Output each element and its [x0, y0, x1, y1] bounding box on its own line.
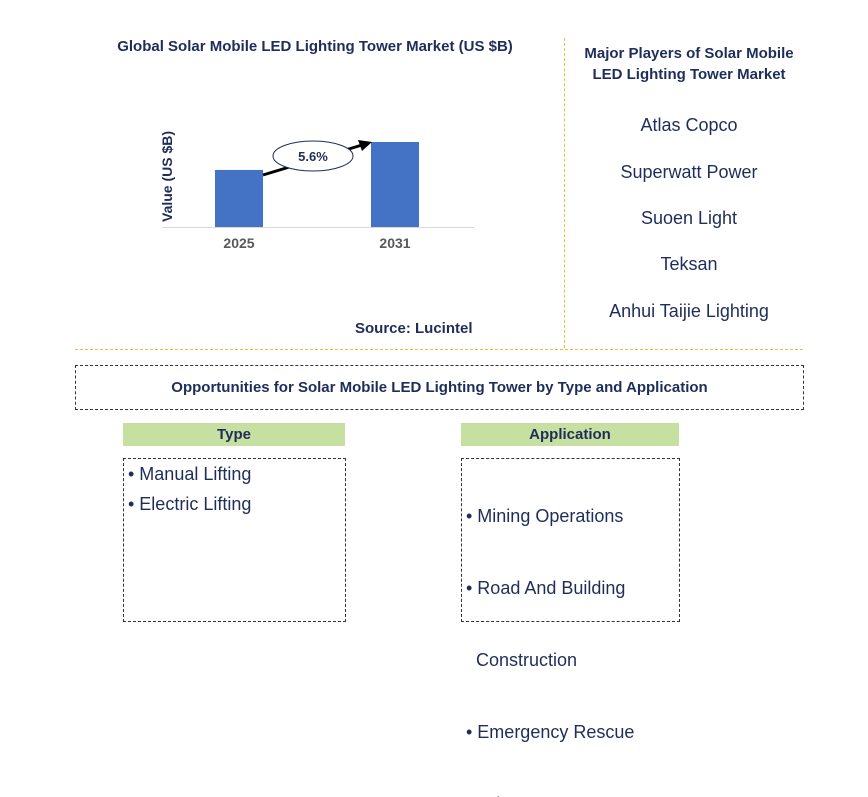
cagr-ellipse [272, 140, 354, 172]
source-label: Source: Lucintel [355, 320, 473, 337]
player-item: Superwatt Power [620, 162, 758, 182]
list-item: • Road And Building [466, 578, 626, 598]
chart-title: Global Solar Mobile LED Lighting Tower M… [117, 38, 513, 55]
list-item: • Electric Lifting [128, 494, 252, 514]
divider-horizontal [75, 349, 803, 350]
bar-chart: Value (US $B) 2025 2031 5.6% [159, 131, 474, 251]
y-axis-label: Value (US $B) [159, 131, 175, 222]
players-title: Major Players of Solar Mobile LED Lighti… [584, 45, 794, 83]
list-item: • Emergency Rescue [466, 722, 635, 742]
arrow-head-icon [358, 140, 372, 151]
player-item: Suoen Light [640, 208, 738, 228]
divider-vertical [564, 38, 565, 348]
player-item: Teksan [660, 254, 718, 274]
application-header: Application [461, 423, 679, 446]
list-item: • Mining Operations [466, 506, 624, 526]
list-item: • Manual Lifting [128, 464, 252, 484]
list-item: • Others [466, 789, 675, 797]
type-list: • Manual Lifting • Electric Lifting [123, 458, 346, 622]
application-list: • Mining Operations • Road And Building … [461, 458, 680, 797]
opportunities-banner: Opportunities for Solar Mobile LED Light… [75, 365, 804, 410]
cagr-label: 5.6% [298, 149, 328, 164]
player-item: Atlas Copco [640, 115, 738, 135]
bar-2031 [371, 142, 419, 227]
x-tick-label: 2025 [223, 235, 254, 251]
bar-2025 [215, 169, 263, 227]
list-item: Construction [466, 650, 578, 670]
x-tick-label: 2031 [379, 235, 410, 251]
player-item: Anhui Taijie Lighting [609, 301, 769, 321]
type-header: Type [123, 423, 345, 446]
opportunities-title: Opportunities for Solar Mobile LED Light… [171, 379, 708, 396]
